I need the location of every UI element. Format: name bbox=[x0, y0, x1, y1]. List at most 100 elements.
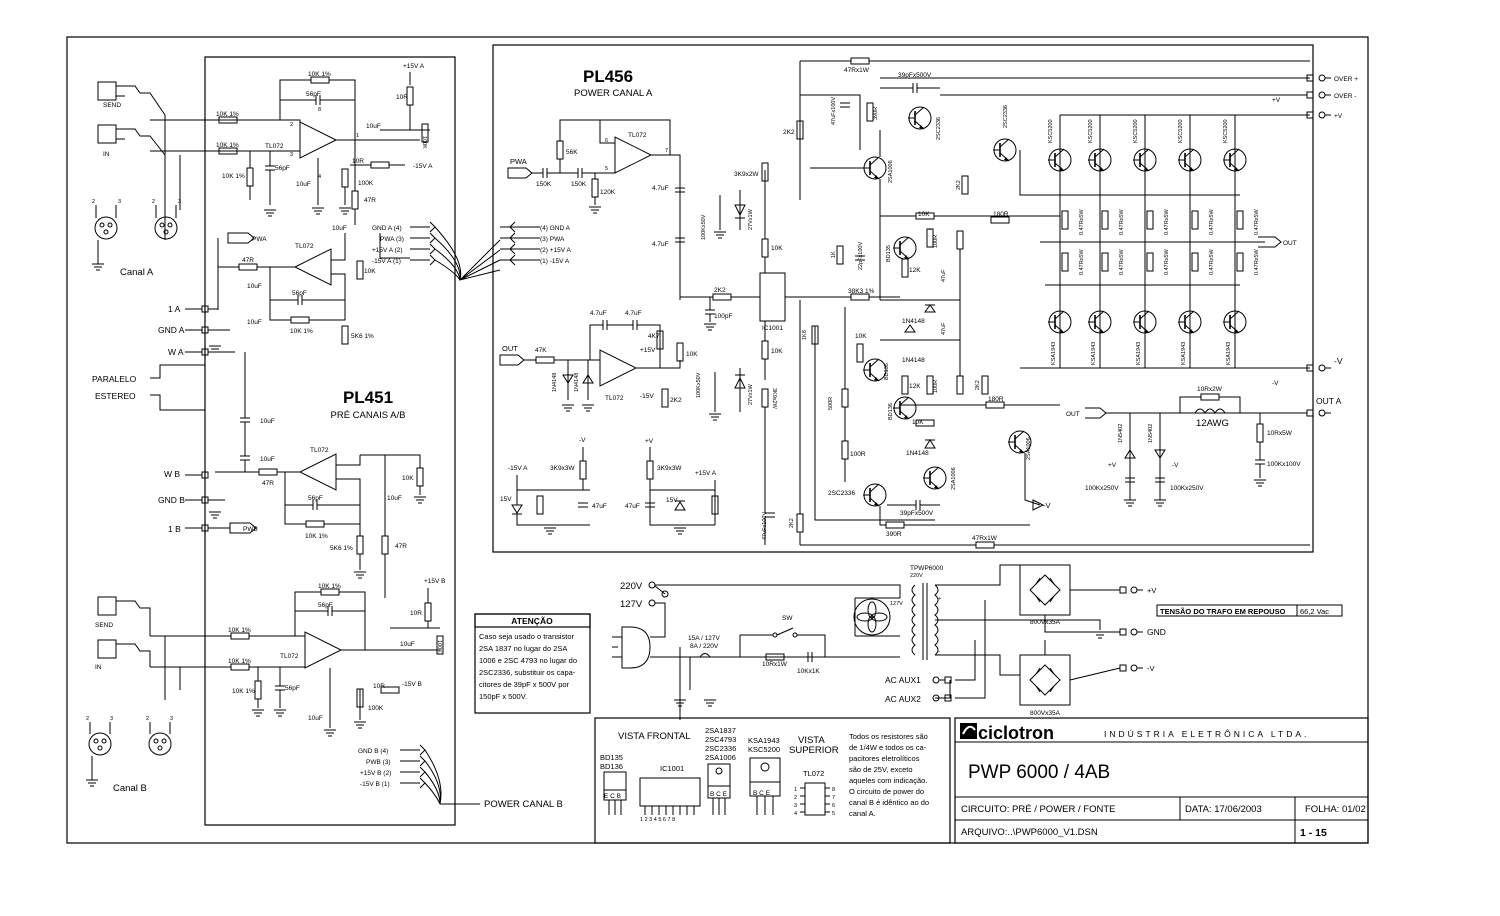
transistor-2sc2336-low bbox=[862, 483, 887, 507]
jack-in-a[interactable] bbox=[97, 124, 166, 156]
svg-text:3K9x3W: 3K9x3W bbox=[657, 465, 682, 472]
svg-text:+V: +V bbox=[1272, 97, 1281, 104]
transformer bbox=[911, 583, 939, 660]
jack-in-b[interactable] bbox=[97, 639, 151, 667]
svg-text:100R: 100R bbox=[850, 451, 866, 458]
svg-text:2: 2 bbox=[794, 795, 797, 801]
svg-text:5: 5 bbox=[832, 811, 835, 817]
svg-text:-V: -V bbox=[1334, 356, 1343, 366]
svg-text:3: 3 bbox=[118, 199, 121, 205]
svg-text:4: 4 bbox=[794, 811, 797, 817]
svg-text:SW: SW bbox=[782, 615, 793, 622]
svg-text:3K9x2W: 3K9x2W bbox=[734, 171, 759, 178]
svg-text:-V: -V bbox=[579, 437, 586, 444]
xlr-send-b[interactable] bbox=[88, 732, 112, 756]
svg-text:1N5402: 1N5402 bbox=[1148, 424, 1154, 443]
svg-text:2SA1006: 2SA1006 bbox=[1026, 437, 1032, 460]
svg-text:10K 1%: 10K 1% bbox=[308, 71, 331, 78]
conn-plus-v[interactable] bbox=[1306, 111, 1332, 119]
power-switch[interactable] bbox=[772, 627, 798, 638]
svg-text:7: 7 bbox=[665, 148, 668, 154]
svg-text:150K: 150K bbox=[571, 181, 587, 188]
svg-text:1K8: 1K8 bbox=[802, 330, 808, 340]
canal-a-label: Canal A bbox=[120, 267, 154, 278]
svg-text:10K: 10K bbox=[912, 419, 924, 426]
voltage-selector[interactable] bbox=[648, 581, 669, 607]
conn-supply-minus[interactable] bbox=[1119, 664, 1144, 672]
page-number: 1 - 15 bbox=[1300, 827, 1327, 839]
svg-text:56pF: 56pF bbox=[285, 685, 300, 692]
svg-text:2: 2 bbox=[290, 122, 293, 128]
svg-text:W A: W A bbox=[168, 347, 184, 357]
transistor-bd135-mid bbox=[862, 358, 887, 382]
jack-send-a[interactable] bbox=[97, 81, 166, 116]
svg-text:VISTA: VISTA bbox=[798, 735, 825, 746]
svg-text:220V: 220V bbox=[620, 581, 643, 592]
xlr-in-a[interactable] bbox=[154, 216, 178, 240]
svg-text:-15V A: -15V A bbox=[508, 465, 528, 472]
conn-supply-gnd[interactable] bbox=[1119, 628, 1144, 636]
svg-text:KSA1943: KSA1943 bbox=[1091, 342, 1097, 365]
svg-text:100Kx250V: 100Kx250V bbox=[1170, 485, 1204, 492]
svg-text:10R: 10R bbox=[373, 683, 385, 690]
svg-text:56pF: 56pF bbox=[318, 602, 333, 609]
svg-text:+15V A: +15V A bbox=[403, 63, 425, 70]
svg-text:0.47Rx5W: 0.47Rx5W bbox=[1164, 249, 1170, 275]
xlr-send-a[interactable] bbox=[94, 216, 118, 240]
svg-text:4.7uF: 4.7uF bbox=[590, 310, 607, 317]
conn-supply-plus[interactable] bbox=[1119, 586, 1144, 594]
svg-text:56pF: 56pF bbox=[292, 290, 307, 297]
conn-minus-v[interactable] bbox=[1306, 364, 1332, 372]
svg-text:3K9x2W: 3K9x2W bbox=[771, 388, 777, 410]
conn-over-minus[interactable] bbox=[1306, 91, 1332, 99]
svg-text:-V: -V bbox=[1172, 462, 1179, 469]
svg-text:100K: 100K bbox=[421, 136, 427, 149]
svg-text:2SC2336: 2SC2336 bbox=[828, 490, 855, 497]
svg-text:KSC5200: KSC5200 bbox=[1048, 119, 1054, 143]
svg-text:390R: 390R bbox=[873, 107, 879, 120]
svg-text:OUT: OUT bbox=[1283, 240, 1297, 247]
svg-text:10Rx2W: 10Rx2W bbox=[1197, 386, 1223, 393]
drawing-frame bbox=[66, 36, 1369, 844]
svg-text:2SA1837: 2SA1837 bbox=[705, 726, 736, 735]
package-bd135 bbox=[603, 771, 627, 815]
svg-text:3K9x3W: 3K9x3W bbox=[550, 465, 575, 472]
svg-text:56K: 56K bbox=[566, 149, 578, 156]
power-plug[interactable] bbox=[612, 626, 651, 669]
svg-text:10K: 10K bbox=[402, 475, 414, 482]
output-stage-lower bbox=[1020, 284, 1310, 369]
svg-text:-: - bbox=[938, 649, 940, 655]
svg-text:AC AUX2: AC AUX2 bbox=[885, 694, 921, 704]
svg-text:SUPERIOR: SUPERIOR bbox=[789, 745, 839, 756]
output-coil bbox=[1194, 408, 1226, 414]
circuit-field: CIRCUITO: PRÉ / POWER / FONTE bbox=[961, 804, 1115, 815]
jack-send-b[interactable] bbox=[97, 596, 151, 636]
conn-ac-aux1[interactable] bbox=[932, 676, 952, 684]
svg-text:12AWG: 12AWG bbox=[1196, 418, 1229, 429]
svg-text:1N4148: 1N4148 bbox=[552, 373, 558, 392]
legend-box bbox=[594, 717, 951, 844]
svg-text:15V: 15V bbox=[500, 496, 512, 503]
pwa-tag bbox=[227, 232, 255, 244]
svg-text:0.47Rx5W: 0.47Rx5W bbox=[1209, 209, 1215, 235]
svg-text:10R: 10R bbox=[352, 158, 364, 165]
pl456-board-outline bbox=[492, 44, 1314, 553]
pwa-input-tag bbox=[507, 167, 533, 179]
svg-text:150pF x 500V.: 150pF x 500V. bbox=[479, 692, 527, 701]
svg-text:47uFx100V: 47uFx100V bbox=[831, 97, 837, 125]
svg-text:1: 1 bbox=[794, 787, 797, 793]
svg-text:1 B: 1 B bbox=[168, 524, 181, 534]
paralelo-estereo-switch[interactable] bbox=[150, 364, 206, 475]
svg-text:OUT: OUT bbox=[502, 344, 518, 353]
svg-text:10K: 10K bbox=[771, 348, 783, 355]
svg-text:B C E: B C E bbox=[710, 791, 728, 798]
conn-out-a[interactable] bbox=[1306, 409, 1332, 417]
xlr-in-b[interactable] bbox=[148, 732, 172, 756]
svg-text:0.47Rx5W: 0.47Rx5W bbox=[1079, 209, 1085, 235]
svg-text:IC1001: IC1001 bbox=[660, 764, 684, 773]
svg-text:2SC4793: 2SC4793 bbox=[705, 735, 736, 744]
svg-text:66,2 Vac: 66,2 Vac bbox=[1300, 607, 1329, 616]
svg-text:10R: 10R bbox=[410, 610, 422, 617]
conn-over-plus[interactable] bbox=[1306, 74, 1332, 82]
svg-text:VISTA FRONTAL: VISTA FRONTAL bbox=[618, 731, 691, 742]
